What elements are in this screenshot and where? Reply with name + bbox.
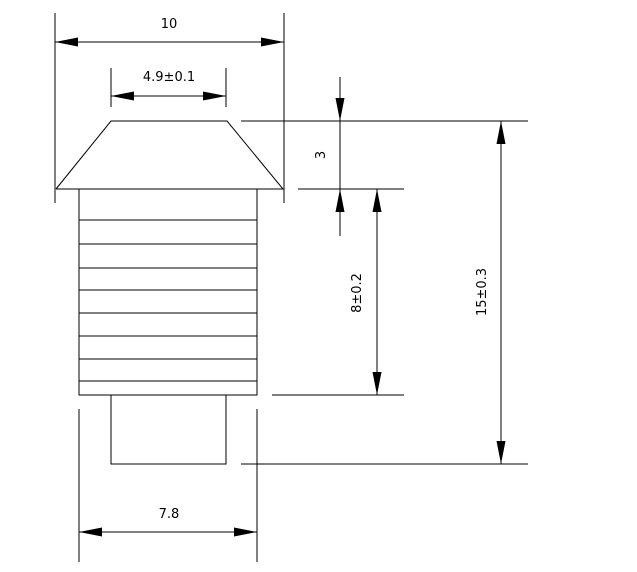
dim-ribbed-height: 8±0.2 bbox=[350, 189, 382, 395]
dim-cap-height-label: 3 bbox=[314, 151, 329, 159]
dim-total-height: 15±0.3 bbox=[475, 121, 506, 464]
part-outline bbox=[55, 120, 285, 465]
dim-total-height-label: 15±0.3 bbox=[475, 268, 490, 316]
cap-trapezoid bbox=[55, 120, 285, 190]
dim-body-width-label: 7.8 bbox=[159, 507, 180, 522]
ribbed-body bbox=[78, 188, 258, 396]
dim-body-width: 7.8 bbox=[78, 409, 258, 562]
rib-lines bbox=[79, 219, 257, 382]
bottom-pin bbox=[110, 395, 227, 465]
dim-top-width-label: 10 bbox=[161, 17, 178, 32]
dim-ribbed-height-label: 8±0.2 bbox=[350, 273, 365, 313]
dim-cap-top-width-label: 4.9±0.1 bbox=[143, 70, 195, 85]
dim-cap-top-width: 4.9±0.1 bbox=[110, 68, 227, 107]
dim-cap-height: 3 bbox=[314, 77, 345, 236]
dim-top-width: 10 bbox=[54, 13, 285, 203]
reference-lines bbox=[241, 120, 528, 465]
